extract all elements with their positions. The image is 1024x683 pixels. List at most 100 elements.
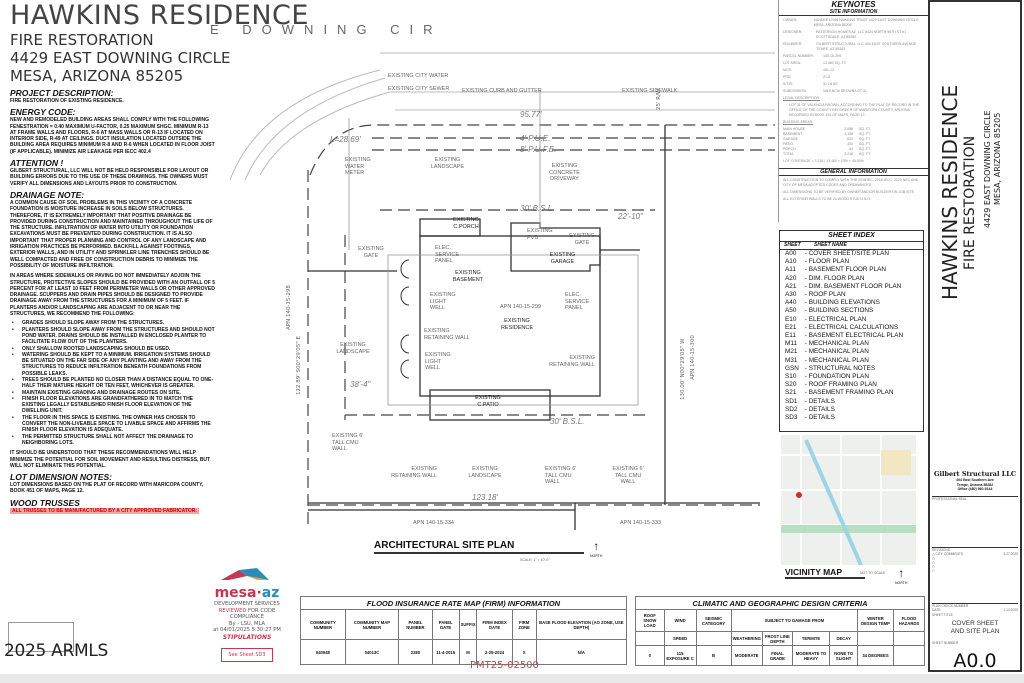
attention-heading: ATTENTION ! (10, 158, 64, 169)
climatic-criteria-table: CLIMATIC AND GEOGRAPHIC DESIGN CRITERIA … (635, 596, 926, 666)
professional-seal-field: PROFESSIONAL SEAL (932, 496, 1018, 546)
climatic-value-cell: B (695, 645, 732, 666)
drainage-bullet: GRADES SHOULD SLOPE AWAY FROM THE STRUCT… (10, 320, 215, 327)
climatic-value-cell: MODERATE (730, 645, 763, 666)
building-areas-heading: BUILDING AREAS: (783, 120, 814, 124)
label-apn-right: APN 140-15-300 (690, 335, 696, 380)
sheet-index-row: SD3 - DETAILS (785, 414, 835, 422)
stamp-timestamp: at 04/01/2025 5:30:27 PM (213, 627, 281, 634)
energy-code-text: NEW AND REMODELED BUILDING AREAS SHALL C… (10, 117, 215, 155)
label-gate-left: EXISTING GATE (358, 246, 384, 259)
firm-header-cell: PANEL DATE (431, 609, 460, 640)
drainage-bullets: GRADES SHOULD SLOPE AWAY FROM THE STRUCT… (10, 320, 215, 446)
energy-code-heading: ENERGY CODE: (10, 107, 76, 118)
drainage-bullet: TREES SHOULD BE PLANTED NO CLOSER THAN A… (10, 377, 215, 390)
firm-info: Gilbert Structural LLC 404 East Southern… (933, 470, 1017, 491)
climatic-value-cell: 34 DEGREES (857, 645, 894, 666)
sheet-index-row: E21 - ELECTRICAL CALCULATIONS (785, 323, 899, 331)
sheet-index-row: S21 - BASEMENT FRAMING PLAN (785, 389, 894, 397)
dim-bsl-rear: 30' B.S.L. (550, 417, 585, 426)
dim-38-4: 38'-4" (350, 380, 371, 389)
vicinity-map-title: VICINITY MAP (785, 567, 865, 579)
firm-info-table: FLOOD INSURANCE RATE MAP (FIRM) INFORMAT… (300, 596, 628, 665)
label-pvd: EXISTING PVD (527, 228, 553, 241)
mesa-review-stamp: mesa·az DEVELOPMENT SERVICES REVIEWED FO… (192, 566, 302, 662)
project-description-heading: PROJECT DESCRIPTION: (10, 88, 114, 98)
mesa-logo-text: mesa (214, 585, 257, 601)
firm-value-cell: 2-25-2024 (476, 639, 513, 665)
label-apn-site: APN 140-15-299 (500, 304, 541, 310)
firm-name: Gilbert Structural LLC (933, 470, 1017, 478)
sheet-index-row: M21 - MECHANICAL PLAN (785, 348, 869, 356)
wood-trusses-text-highlighted: ALL TRUSSES TO BE MANUFACTURED BY A CITY… (10, 507, 199, 514)
title-block-subtitle: FIRE RESTORATION (962, 135, 978, 270)
sheet-index-row: SD2 - DETAILS (785, 405, 835, 413)
climatic-subheader-cell (635, 631, 665, 646)
dim-22-10: 22'-10" (618, 212, 643, 221)
drainage-text-2: IN AREAS WHERE SIDEWALKS OR PAVING DO NO… (10, 273, 216, 318)
legal-text: LOT 31 OF VALENCIA BROWN, ACCORDING TO T… (789, 103, 920, 117)
climatic-subheader-cell (695, 631, 732, 646)
lot-dimension-text: LOT DIMENSIONS BASED ON THE PLAT OF RECO… (10, 482, 204, 495)
title-block (928, 0, 1022, 672)
label-service-panel-1: ELEC. SERVICE PANEL (435, 245, 460, 264)
drainage-bullet: PLANTERS SHOULD SLOPE AWAY FROM THE STRU… (10, 327, 215, 346)
label-garage: EXISTING GARAGE (549, 252, 576, 265)
climatic-subheader-cell: TERMITE (791, 631, 831, 646)
drainage-bullet: THE FLOOR IN THIS SPACE IS EXISTING. THE… (10, 415, 215, 434)
label-light-well-1: EXISTING LIGHT WELL (430, 292, 456, 311)
climatic-subheader-cell: DECAY (829, 631, 859, 646)
sheet-index-row: A20 - DIM. FLOOR PLAN (785, 274, 865, 282)
keynotes-panel: KEYNOTES SITE INFORMATION OWNER:KANDEE L… (778, 0, 928, 222)
climatic-subheader-cell: WEATHERING (730, 631, 763, 646)
title-block-project-title: HAWKINS RESIDENCE (938, 84, 962, 300)
firm-header-cell: COMMUNITY MAP NUMBER (344, 609, 400, 640)
sheet-index-row: S10 - FOUNDATION PLAN (785, 373, 869, 381)
project-description-text: FIRE RESTORATION OF EXISTING RESIDENCE. (10, 98, 124, 104)
stamp-reviewed: REVIEWED (218, 607, 247, 614)
stamp-reviewer: By - LSU, MLA (228, 620, 266, 627)
label-apn-left: APN 140-15-298 (286, 285, 292, 330)
see-sheet-box: See Sheet SD3 (221, 647, 273, 662)
label-retaining-wall-3: EXISTING RETAINING WALL (391, 466, 437, 479)
label-left-bearing: 122.89' S00°29'05" E (296, 335, 302, 395)
site-info-title: SITE INFORMATION (779, 9, 928, 16)
address-line-2: MESA, ARIZONA 85205 (10, 67, 184, 85)
dim-pue: 4' P.U.E. (520, 134, 551, 143)
bottom-bar (0, 674, 1024, 683)
climatic-value-cell: 0 (635, 645, 665, 666)
climatic-value-cell: FINAL GRADE (761, 645, 793, 666)
dim-pufe: 8' P.U.F.E. (520, 145, 557, 154)
drainage-bullet: ONLY SHALLOW ROOTED LANDSCAPING SHOULD B… (10, 346, 215, 353)
stamp-line-3: COMPLIANCE (229, 614, 265, 621)
label-apn-bottom-left: APN 140-15-334 (413, 520, 454, 526)
climatic-subheader-cell (857, 631, 894, 646)
keynotes-title: KEYNOTES (831, 0, 876, 9)
firm-value-cell: N/A (535, 639, 628, 665)
label-gate-right: EXISTING GATE (569, 233, 595, 246)
label-city-water: EXISTING CITY WATER (388, 73, 449, 79)
legal-heading: LEGAL DESCRIPTION: (783, 96, 821, 100)
dim-front: 95.77' (520, 110, 542, 119)
label-apn-bottom-right: APN 140-15-333 (620, 520, 661, 526)
firm-header-cell: FIRM INDEX DATE (476, 609, 513, 640)
climatic-subheader-cell: FROST LINE DEPTH (761, 631, 793, 646)
sheet-index-row: SD1 - DETAILS (785, 397, 835, 405)
climatic-value-cell: 115 EXPOSURE C (663, 645, 697, 666)
firm-table-title: FLOOD INSURANCE RATE MAP (FIRM) INFORMAT… (300, 596, 627, 610)
sheet-index-row: A00 - COVER SHEET/SITE PLAN (785, 250, 889, 257)
dim-arc: L=28.69' (330, 135, 361, 144)
label-cmu-mid: EXISTING 6' TALL CMU WALL (545, 466, 577, 485)
label-city-sewer: EXISTING CITY SEWER (388, 86, 450, 92)
label-basement: EXISTING BASEMENT (452, 270, 484, 283)
label-front-landscape: EXISTING LANDSCAPE (430, 157, 465, 170)
label-cmu-right: EXISTING 6' TALL CMU WALL (612, 466, 644, 485)
label-retaining-wall-1: EXISTING RETAINING WALL (424, 328, 470, 341)
drainage-bullet: WATERING SHOULD BE KEPT TO A MINIMUM. IR… (10, 352, 215, 377)
climatic-subheader-cell: SPEED (663, 631, 697, 646)
attention-text: GILBERT STRUCTURAL, LLC WILL NOT BE HELD… (10, 168, 209, 187)
